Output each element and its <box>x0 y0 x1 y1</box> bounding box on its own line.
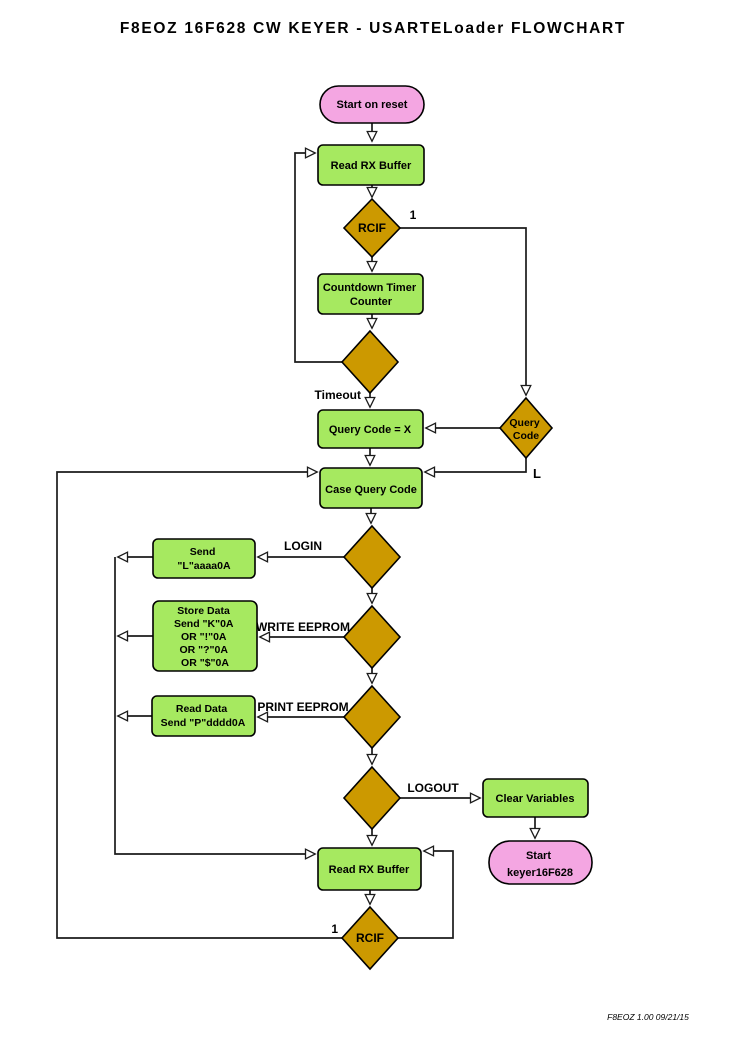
print-eeprom-decision-shape <box>342 684 402 750</box>
edge-label-logout: LOGOUT <box>407 781 459 795</box>
read-data-line: Send "P"dddd0A <box>161 717 246 729</box>
start-keyer-shape <box>488 840 593 885</box>
read-rx-buffer-bottom-process: Read RX Buffer <box>317 847 422 891</box>
edge-querycode-l-to-casequery <box>425 458 527 472</box>
countdown-timer-line: Counter <box>350 296 393 308</box>
countdown-timer-label: Countdown Timer Counter <box>323 282 419 308</box>
store-data-line: OR "$"0A <box>181 657 229 669</box>
case-query-code-process: Case Query Code <box>319 467 423 509</box>
read-data-shape <box>151 695 256 737</box>
read-rx-buffer-top-process: Read RX Buffer <box>317 144 425 186</box>
clear-variables-shape <box>482 778 589 818</box>
edge-label-rcif-top-one: 1 <box>410 208 417 222</box>
start-keyer-terminal: Start keyer16F628 <box>488 840 593 885</box>
rcif-top-label: RCIF <box>358 221 386 235</box>
clear-variables-process: Clear Variables <box>482 778 589 818</box>
edge-rcif-one-to-querycode <box>400 227 526 395</box>
read-rx-buffer-bottom-label: Read RX Buffer <box>329 864 410 876</box>
logout-decision <box>342 765 402 831</box>
case-query-code-shape <box>319 467 423 509</box>
edge-rcifbottom-loop-to-readrx <box>398 851 454 939</box>
start-terminal-label: Start on reset <box>337 99 408 111</box>
store-data-line: OR "!"0A <box>181 631 227 643</box>
timeout-decision <box>340 329 400 395</box>
read-data-label: Read Data Send "P"dddd0A <box>161 703 246 729</box>
read-rx-buffer-top-label: Read RX Buffer <box>331 160 412 172</box>
rcif-bottom-shape <box>340 905 400 971</box>
query-code-x-shape <box>317 409 424 449</box>
store-data-shape <box>152 600 258 672</box>
query-code-decision: Query Code <box>498 396 554 460</box>
countdown-timer-shape <box>317 273 424 315</box>
read-rx-buffer-bottom-shape <box>317 847 422 891</box>
case-query-code-label: Case Query Code <box>325 484 417 496</box>
send-login-line: "L"aaaa0A <box>177 560 231 572</box>
send-login-process: Send "L"aaaa0A <box>152 538 256 579</box>
read-data-line: Read Data <box>176 703 228 715</box>
send-login-shape <box>152 538 256 579</box>
countdown-timer-process: Countdown Timer Counter <box>317 273 424 315</box>
rcif-bottom-label: RCIF <box>356 931 384 945</box>
rcif-bottom-decision: RCIF <box>340 905 400 971</box>
store-data-line: Send "K"0A <box>174 618 234 630</box>
edge-label-print-eeprom: PRINT EEPROM <box>257 700 348 714</box>
edge-label-rcif-bottom-one: 1 <box>331 922 338 936</box>
start-terminal-shape <box>319 85 425 124</box>
edge-rcifbottom-one-to-casequery <box>56 472 342 939</box>
read-data-process: Read Data Send "P"dddd0A <box>151 695 256 737</box>
timeout-decision-shape <box>340 329 400 395</box>
write-eeprom-decision <box>342 604 402 670</box>
rcif-top-decision: RCIF <box>342 197 402 259</box>
footer-version-text: F8EOZ 1.00 09/21/15 <box>607 1012 689 1022</box>
edge-timeout-loop-to-readrx <box>294 153 342 363</box>
send-login-line: Send <box>190 546 216 558</box>
edge-label-login: LOGIN <box>284 539 322 553</box>
rcif-top-shape <box>342 197 402 259</box>
query-code-label: Query Code <box>509 417 542 442</box>
print-eeprom-decision <box>342 684 402 750</box>
countdown-timer-line: Countdown Timer <box>323 282 417 294</box>
query-code-x-label: Query Code = X <box>329 424 412 436</box>
store-data-label: Store Data Send "K"0A OR "!"0A OR "?"0A … <box>174 605 236 669</box>
start-keyer-label: Start keyer16F628 <box>507 850 573 879</box>
logout-decision-shape <box>342 765 402 831</box>
start-keyer-line: Start <box>526 850 551 862</box>
store-data-line: OR "?"0A <box>180 644 229 656</box>
edge-loopline-to-readrxbottom <box>114 557 315 854</box>
send-login-label: Send "L"aaaa0A <box>177 546 231 572</box>
query-code-x-process: Query Code = X <box>317 409 424 449</box>
write-eeprom-decision-shape <box>342 604 402 670</box>
login-decision <box>342 524 402 590</box>
store-data-line: Store Data <box>177 605 230 617</box>
edge-label-l: L <box>533 466 541 481</box>
query-code-shape <box>498 396 554 460</box>
store-data-process: Store Data Send "K"0A OR "!"0A OR "?"0A … <box>152 600 258 672</box>
query-code-line: Query <box>509 417 540 429</box>
clear-variables-label: Clear Variables <box>496 793 575 805</box>
start-keyer-line: keyer16F628 <box>507 867 573 879</box>
edge-label-write-eeprom: WRITE EEPROM <box>256 620 350 634</box>
start-terminal: Start on reset <box>319 85 425 124</box>
page-title: F8EOZ 16F628 CW KEYER - USARTELoader FLO… <box>120 20 626 37</box>
edge-label-timeout: Timeout <box>315 388 361 402</box>
read-rx-buffer-top-shape <box>317 144 425 186</box>
query-code-line: Code <box>513 430 539 442</box>
login-decision-shape <box>342 524 402 590</box>
